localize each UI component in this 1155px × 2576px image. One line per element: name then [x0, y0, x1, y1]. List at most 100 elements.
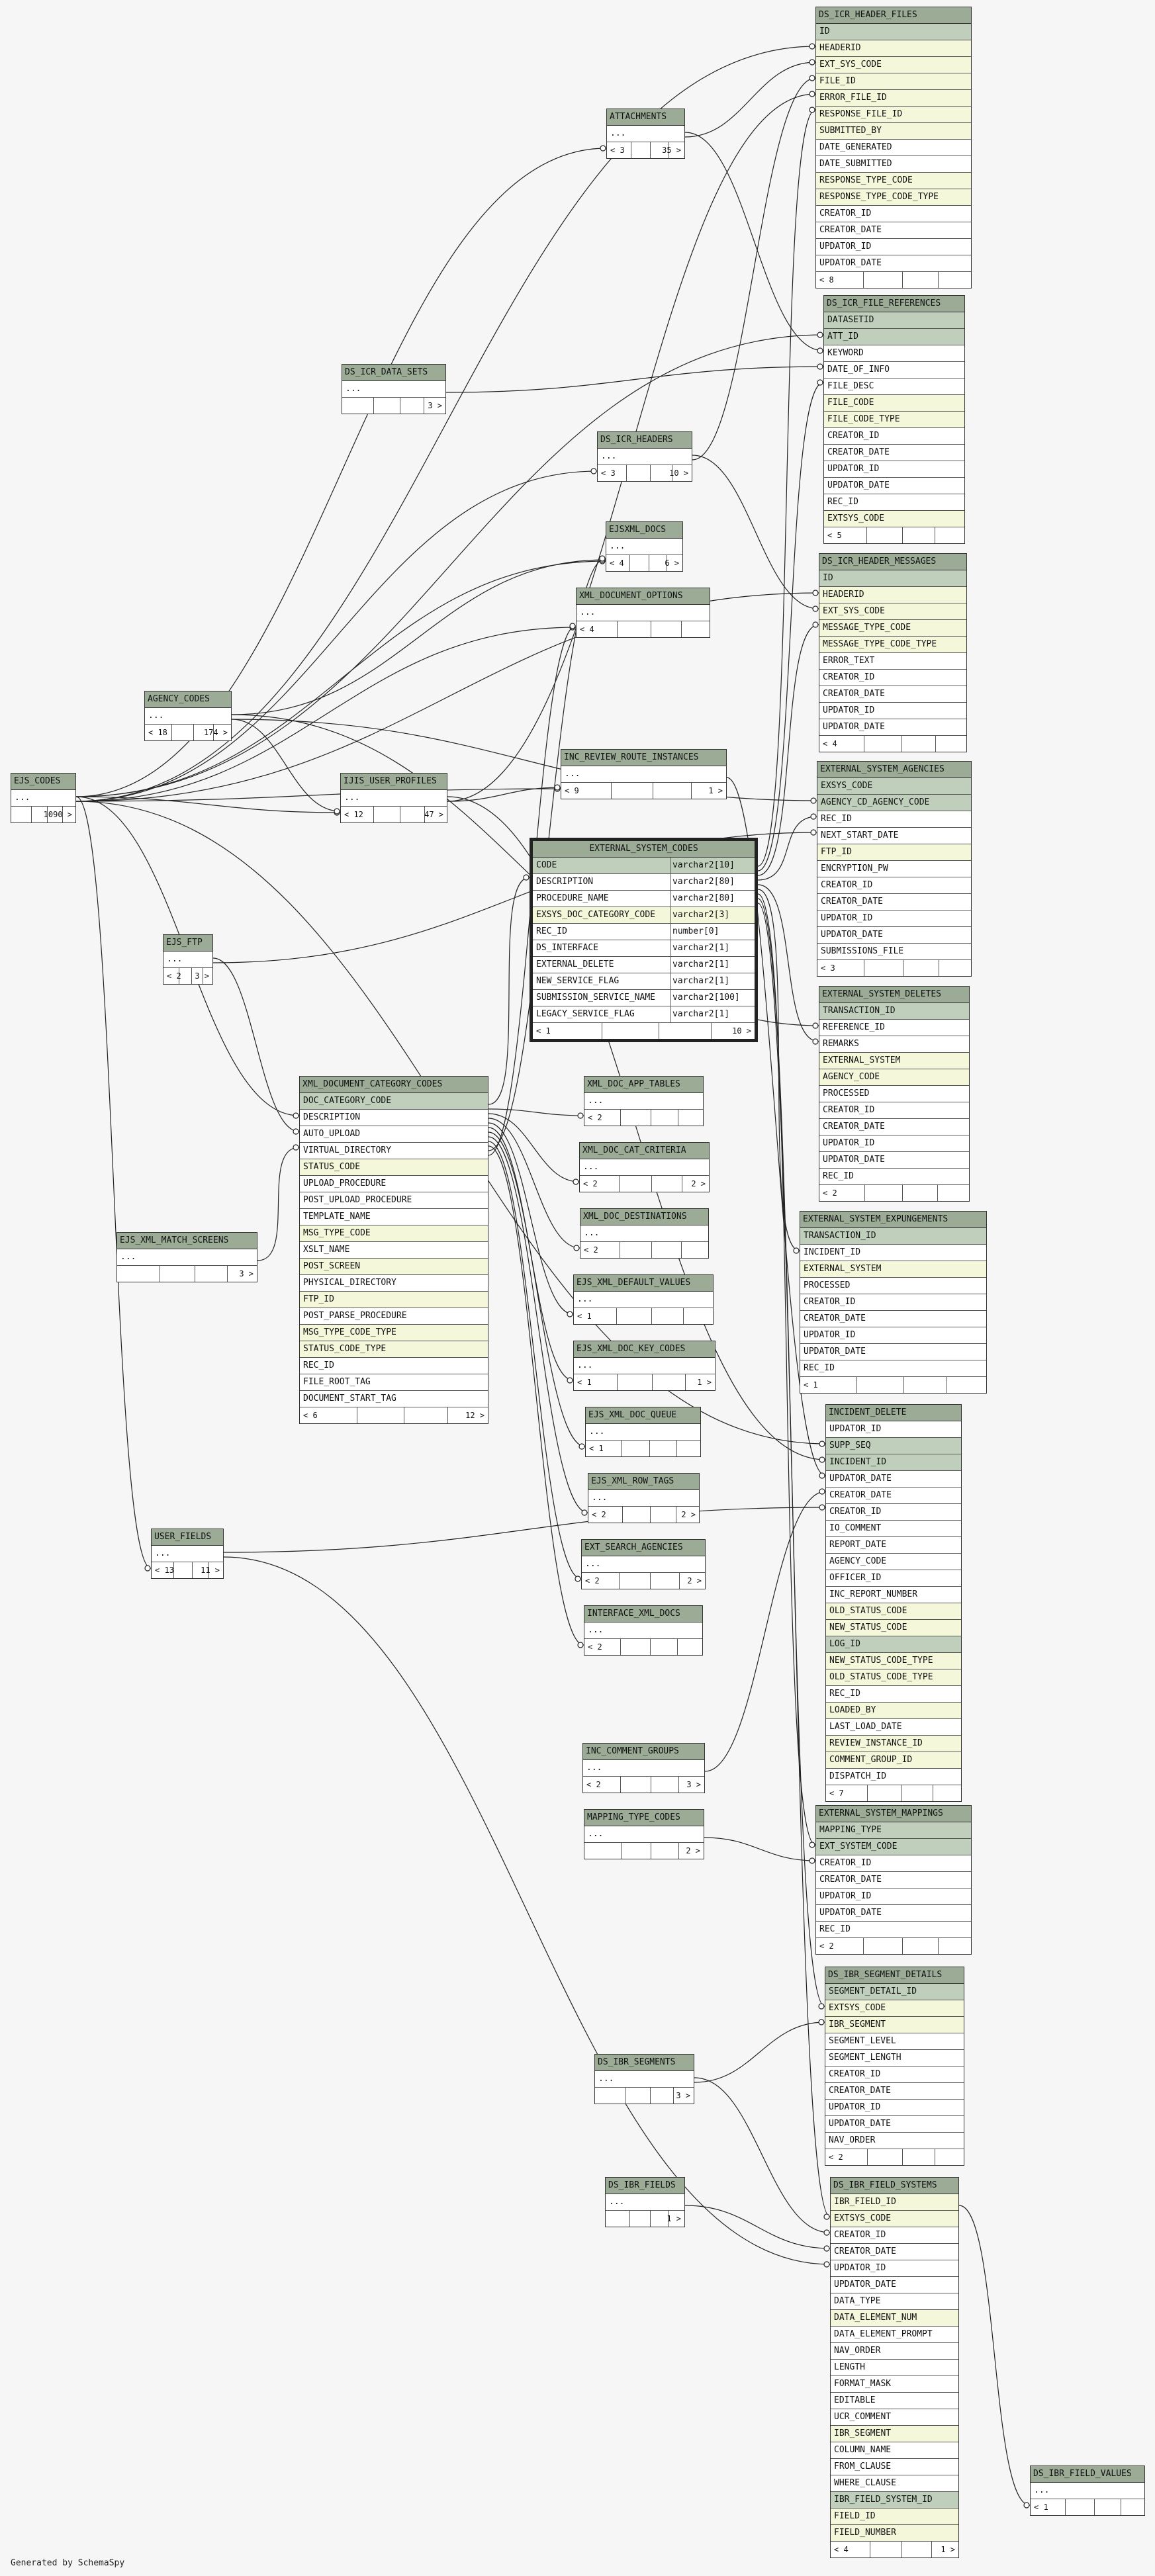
- child-count[interactable]: 174 >: [203, 728, 228, 737]
- table-name[interactable]: EJS_XML_MATCH_SCREENS: [117, 1233, 257, 1249]
- table-ejs-codes[interactable]: EJS_CODES...1090 >: [11, 773, 76, 823]
- parent-count[interactable]: < 8: [819, 275, 834, 285]
- parent-count[interactable]: < 3: [601, 468, 616, 478]
- parent-count[interactable]: < 3: [821, 963, 835, 973]
- parent-count[interactable]: < 5: [827, 531, 842, 540]
- child-count[interactable]: 11 >: [201, 1566, 220, 1575]
- table-ejs-xml-doc-queue[interactable]: EJS_XML_DOC_QUEUE...< 1: [585, 1407, 701, 1457]
- table-name[interactable]: XML_DOCUMENT_OPTIONS: [577, 588, 710, 605]
- child-count[interactable]: 35 >: [662, 146, 681, 155]
- parent-count[interactable]: < 2: [585, 1576, 600, 1585]
- child-count[interactable]: 10 >: [669, 468, 688, 478]
- table-name[interactable]: EJS_XML_DEFAULT_VALUES: [574, 1275, 713, 1292]
- parent-count[interactable]: < 2: [586, 1780, 601, 1789]
- table-ds-ibr-field-values[interactable]: DS_IBR_FIELD_VALUES...< 1: [1030, 2465, 1145, 2516]
- parent-count[interactable]: < 9: [565, 786, 579, 795]
- table-mapping-type-codes[interactable]: MAPPING_TYPE_CODES...2 >: [584, 1809, 704, 1859]
- table-name[interactable]: DS_IBR_FIELD_SYSTEMS: [831, 2178, 958, 2194]
- child-count[interactable]: 3 >: [195, 971, 209, 981]
- table-name[interactable]: EJS_FTP: [163, 935, 212, 952]
- child-count[interactable]: 1 >: [941, 2545, 955, 2554]
- child-count[interactable]: 47 >: [424, 810, 443, 819]
- table-ejs-xml-default-values[interactable]: EJS_XML_DEFAULT_VALUES...< 1: [573, 1274, 714, 1325]
- parent-count[interactable]: < 1: [804, 1380, 818, 1390]
- table-name[interactable]: ATTACHMENTS: [607, 109, 684, 126]
- parent-count[interactable]: < 4: [834, 2545, 849, 2554]
- table-name[interactable]: EXTERNAL_SYSTEM_EXPUNGEMENTS: [800, 1212, 986, 1228]
- table-name[interactable]: INC_REVIEW_ROUTE_INSTANCES: [561, 750, 726, 766]
- table-name[interactable]: DS_ICR_FILE_REFERENCES: [824, 296, 964, 312]
- table-name[interactable]: DS_ICR_HEADERS: [598, 432, 692, 449]
- table-ds-ibr-fields[interactable]: DS_IBR_FIELDS...1 >: [605, 2177, 685, 2227]
- table-name[interactable]: MAPPING_TYPE_CODES: [584, 1810, 704, 1826]
- child-count[interactable]: 1090 >: [43, 810, 72, 819]
- child-count[interactable]: 3 >: [239, 1269, 254, 1278]
- parent-count[interactable]: < 4: [823, 739, 837, 748]
- table-name[interactable]: XML_DOC_DESTINATIONS: [580, 1209, 708, 1225]
- parent-count[interactable]: < 18: [148, 728, 167, 737]
- parent-count[interactable]: < 7: [829, 1789, 844, 1798]
- parent-count[interactable]: < 2: [829, 2153, 843, 2162]
- child-count[interactable]: 3 >: [686, 1780, 701, 1789]
- child-count[interactable]: 3 >: [428, 401, 442, 410]
- parent-count[interactable]: < 2: [588, 1642, 602, 1652]
- parent-count[interactable]: < 1: [577, 1311, 592, 1321]
- table-name[interactable]: DS_ICR_HEADER_MESSAGES: [819, 554, 966, 570]
- child-count[interactable]: 3 >: [676, 2091, 690, 2100]
- table-name[interactable]: EXTERNAL_SYSTEM_CODES: [533, 841, 755, 858]
- table-name[interactable]: EJS_CODES: [11, 774, 75, 790]
- child-count[interactable]: 2 >: [681, 1510, 696, 1519]
- table-ds-ibr-segments[interactable]: DS_IBR_SEGMENTS...3 >: [594, 2054, 694, 2104]
- child-count[interactable]: 12 >: [465, 1411, 485, 1420]
- table-name[interactable]: EXTERNAL_SYSTEM_MAPPINGS: [816, 1806, 971, 1822]
- child-count[interactable]: 10 >: [732, 1026, 751, 1036]
- parent-count[interactable]: < 1: [589, 1444, 604, 1453]
- parent-count[interactable]: < 2: [592, 1510, 606, 1519]
- parent-count[interactable]: < 4: [610, 558, 624, 568]
- table-name[interactable]: XML_DOC_APP_TABLES: [584, 1077, 703, 1093]
- child-count[interactable]: 1 >: [708, 786, 723, 795]
- child-count[interactable]: 2 >: [691, 1179, 706, 1188]
- table-name[interactable]: EXTERNAL_SYSTEM_DELETES: [819, 987, 969, 1003]
- table-name[interactable]: INTERFACE_XML_DOCS: [584, 1606, 702, 1622]
- table-name[interactable]: DS_ICR_HEADER_FILES: [816, 7, 971, 24]
- child-count[interactable]: 1 >: [697, 1378, 712, 1387]
- parent-count[interactable]: < 2: [823, 1188, 837, 1198]
- parent-count[interactable]: < 2: [167, 971, 181, 981]
- table-xml-doc-app-tables[interactable]: XML_DOC_APP_TABLES...< 2: [584, 1076, 704, 1126]
- parent-count[interactable]: < 2: [819, 1941, 834, 1951]
- table-name[interactable]: EXT_SEARCH_AGENCIES: [582, 1540, 705, 1556]
- table-name[interactable]: INCIDENT_DELETE: [826, 1405, 961, 1421]
- parent-count[interactable]: < 2: [588, 1113, 602, 1122]
- table-name[interactable]: DS_IBR_FIELDS: [606, 2178, 684, 2194]
- table-name[interactable]: DS_ICR_DATA_SETS: [342, 365, 445, 381]
- table-name[interactable]: EJSXML_DOCS: [606, 522, 682, 539]
- table-name[interactable]: DS_IBR_SEGMENT_DETAILS: [825, 1967, 964, 1984]
- table-name[interactable]: XML_DOC_CAT_CRITERIA: [580, 1143, 709, 1159]
- child-count[interactable]: 2 >: [686, 1846, 700, 1855]
- parent-count[interactable]: < 1: [577, 1378, 592, 1387]
- parent-count[interactable]: < 12: [344, 810, 363, 819]
- table-name[interactable]: DS_IBR_SEGMENTS: [595, 2055, 694, 2071]
- table-name[interactable]: EJS_XML_DOC_QUEUE: [586, 1407, 700, 1424]
- parent-count[interactable]: < 13: [155, 1566, 174, 1575]
- table-ejs-xml-match-screens[interactable]: EJS_XML_MATCH_SCREENS...3 >: [116, 1232, 257, 1282]
